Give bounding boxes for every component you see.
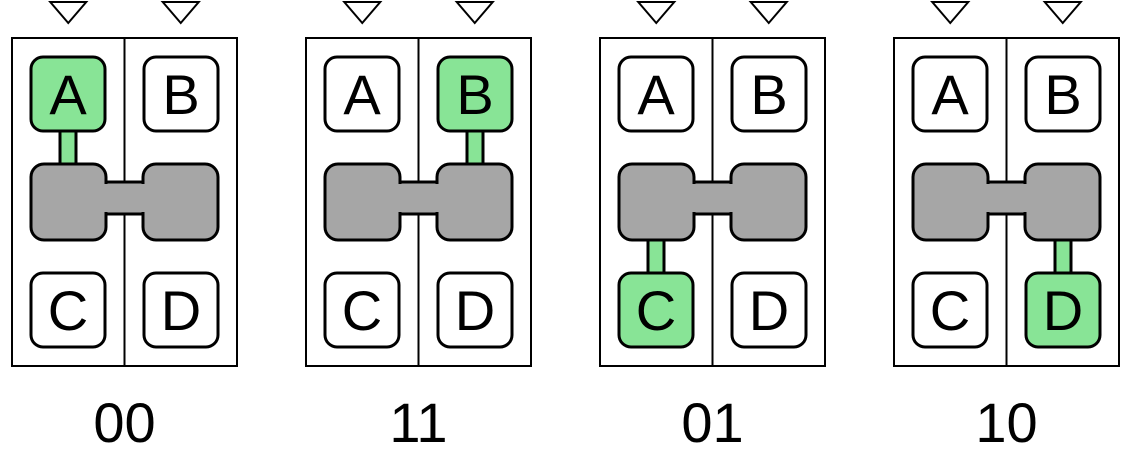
code-label: 00 [93,391,155,454]
selection-stem [1053,236,1073,277]
box-c [911,271,989,349]
input-triangle-left [48,1,89,25]
connector-bar-fill [984,184,1029,212]
box-b [730,55,808,133]
box-label-b: B [162,63,199,126]
connector-bar-fill [102,184,147,212]
input-triangle-left [930,1,971,25]
connector-right-pad [141,162,220,242]
box-a [617,55,695,133]
box-label-d: D [161,279,201,342]
panel-00: A B C D00 [11,1,238,454]
selection-stem [646,236,666,277]
connector-right-pad [435,162,514,242]
box-label-d: D [455,279,495,342]
input-triangle-left [636,1,677,25]
selection-stem [465,127,485,168]
box-b-selected [436,55,514,133]
box-c [323,271,401,349]
box-b [142,55,220,133]
box-b [1024,55,1102,133]
box-label-b: B [750,63,787,126]
connector-bar-fill [690,184,735,212]
box-label-d: D [1043,279,1083,342]
box-a [911,55,989,133]
connector-left-pad [911,162,990,242]
box-label-a: A [343,63,381,126]
box-d [142,271,220,349]
box-d [436,271,514,349]
input-triangle-right [1042,1,1083,25]
connector-right-pad [1023,162,1102,242]
input-triangle-right [454,1,495,25]
connector-left-pad [323,162,402,242]
connector-left-pad [617,162,696,242]
connector-left-pad [29,162,108,242]
box-label-c: C [930,279,970,342]
selection-stem [58,127,78,168]
panel-01: A B C D01 [599,1,826,454]
box-d [730,271,808,349]
input-triangle-right [160,1,201,25]
connector-bar-fill [396,184,441,212]
box-label-a: A [931,63,969,126]
box-label-a: A [49,63,87,126]
box-label-c: C [48,279,88,342]
input-triangle-left [342,1,383,25]
box-label-b: B [1044,63,1081,126]
code-label: 11 [389,391,447,454]
box-label-c: C [636,279,676,342]
panel-10: A B C D10 [893,1,1120,454]
box-a-selected [29,55,107,133]
box-c-selected [617,271,695,349]
box-a [323,55,401,133]
box-label-a: A [637,63,675,126]
box-label-c: C [342,279,382,342]
code-label: 10 [975,391,1037,454]
panel-11: A B C D11 [305,1,532,454]
box-label-b: B [456,63,493,126]
box-label-d: D [749,279,789,342]
box-c [29,271,107,349]
code-label: 01 [681,391,743,454]
input-triangle-right [748,1,789,25]
connector-right-pad [729,162,808,242]
box-d-selected [1024,271,1102,349]
